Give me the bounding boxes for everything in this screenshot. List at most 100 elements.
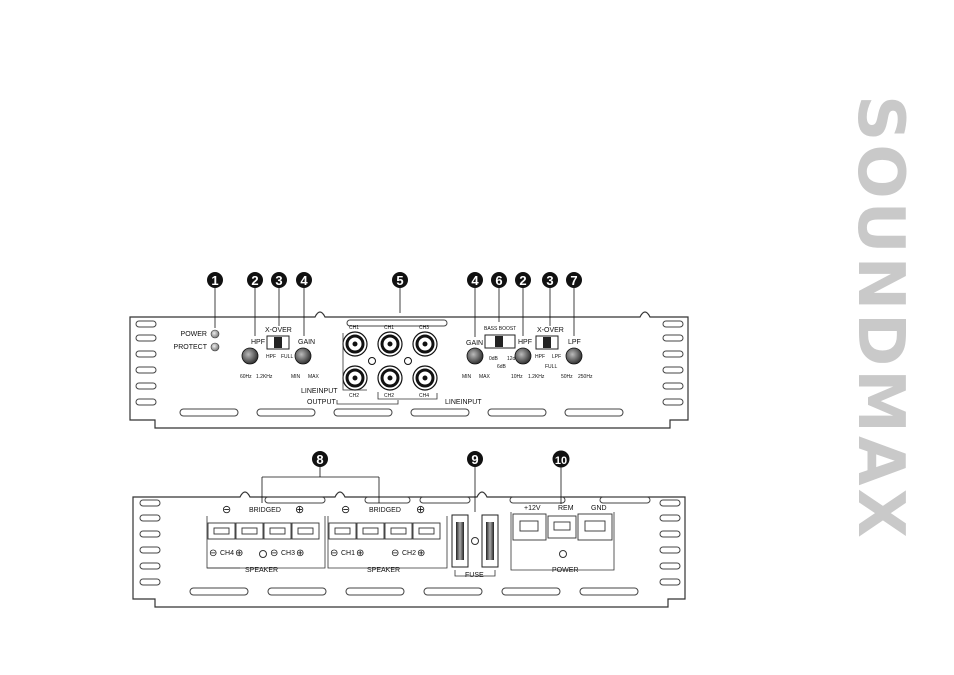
speaker-left-label: SPEAKER: [245, 567, 278, 574]
rear-panel: BRIDGED ⊖ ⊕ ⊖ CH4 ⊕ ⊖ CH3 ⊕ SPEAKER: [132, 466, 686, 608]
speaker-ch2-label: CH2: [402, 550, 416, 557]
rca-ch2a-label: CH2: [349, 393, 359, 399]
callout-2: [247, 272, 263, 288]
rca-ch1b-label: CH1: [384, 325, 394, 331]
left-hpf-knob[interactable]: [241, 347, 259, 365]
rca-ch3-label: CH3: [419, 325, 429, 331]
speaker-ch1-label: CH1: [341, 550, 355, 557]
callout-3: [271, 272, 287, 288]
callout-5: [392, 272, 408, 288]
svg-text:2: 2: [519, 273, 526, 288]
power-gnd-label: GND: [591, 505, 607, 512]
svg-text:2: 2: [251, 273, 258, 288]
callout-1: [207, 272, 223, 288]
minus-icon: ⊖: [209, 548, 217, 559]
svg-text:3: 3: [275, 273, 282, 288]
rca-ch1a-label: CH1: [349, 325, 359, 331]
rca-jacks: CH1 CH1 CH3: [301, 325, 482, 406]
speaker-right-label: SPEAKER: [367, 567, 400, 574]
bass-boost-switch-knob: [495, 336, 503, 347]
right-max-label: MAX: [479, 374, 491, 380]
bridged-right-label: BRIDGED: [369, 507, 401, 514]
left-max-label: MAX: [308, 374, 320, 380]
right-gain-knob[interactable]: [466, 347, 484, 365]
bass-boost-label: BASS BOOST: [484, 326, 516, 332]
svg-text:9: 9: [471, 452, 478, 467]
svg-text:7: 7: [570, 273, 577, 288]
right-xover-switch-knob: [543, 337, 551, 348]
svg-text:6: 6: [495, 273, 502, 288]
fuse-block: FUSE: [451, 514, 499, 579]
left-gain-knob[interactable]: [294, 347, 312, 365]
plus-icon: ⊕: [235, 548, 243, 559]
right-gain-label: GAIN: [466, 340, 483, 347]
right-hz250-label: 250Hz: [578, 374, 593, 380]
right-hz10-label: 10Hz: [511, 374, 523, 380]
right-switch-full-label: FULL: [545, 364, 557, 370]
callout-8: [312, 451, 328, 467]
plus-icon: ⊕: [356, 548, 364, 559]
callout-10: [552, 450, 570, 468]
right-switch-hpf-label: HPF: [535, 354, 545, 360]
power-label: POWER: [552, 567, 578, 574]
plus-icon: ⊕: [417, 548, 425, 559]
svg-text:1: 1: [211, 273, 218, 288]
svg-text:10: 10: [555, 455, 567, 467]
lineinput-left-label: LINEINPUT: [301, 388, 338, 395]
plus-icon: ⊕: [295, 504, 304, 516]
right-xover-label: X-OVER: [537, 327, 564, 334]
callout-6: [491, 272, 507, 288]
lpf-label: LPF: [568, 339, 581, 346]
svg-text:4: 4: [300, 273, 308, 288]
fuse-label: FUSE: [465, 572, 484, 579]
callout-markers: 1 2 3 4 5 4 6 2 3 7 8 9 10: [207, 272, 582, 468]
right-hz50-label: 50Hz: [561, 374, 573, 380]
right-khz12-label: 1.2KHz: [528, 374, 545, 380]
speaker-block-right: BRIDGED ⊖ ⊕ ⊖ CH1 ⊕ ⊖ CH2 ⊕ SPEAKER: [327, 504, 448, 574]
left-hz60-label: 60Hz: [240, 374, 252, 380]
left-gain-label: GAIN: [298, 339, 315, 346]
right-min-label: MIN: [462, 374, 472, 380]
speaker-block-left: BRIDGED ⊖ ⊕ ⊖ CH4 ⊕ ⊖ CH3 ⊕ SPEAKER: [206, 504, 326, 574]
svg-text:3: 3: [546, 273, 553, 288]
protect-led: [210, 342, 220, 352]
minus-icon: ⊖: [391, 548, 399, 559]
minus-icon: ⊖: [341, 504, 350, 516]
power-rem-label: REM: [558, 505, 574, 512]
output-label: OUTPUT: [307, 399, 337, 406]
power-led: [210, 329, 220, 339]
right-hpf-knob[interactable]: [514, 347, 532, 365]
callout-4: [296, 272, 312, 288]
left-xover-label: X-OVER: [265, 327, 292, 334]
plus-icon: ⊕: [296, 548, 304, 559]
lpf-knob[interactable]: [565, 347, 583, 365]
callout-2-right: [515, 272, 531, 288]
svg-text:8: 8: [316, 452, 323, 467]
power-12v-label: +12V: [524, 505, 541, 512]
speaker-ch3-label: CH3: [281, 550, 295, 557]
callout-7: [566, 272, 582, 288]
power-indicator-label: POWER: [181, 331, 207, 338]
bass-12db-label: 12dB: [507, 356, 519, 362]
right-switch-lpf-label: LPF: [552, 354, 561, 360]
minus-icon: ⊖: [270, 548, 278, 559]
bass-6db-label: 6dB: [497, 364, 507, 370]
callout-3-right: [542, 272, 558, 288]
left-xover-switch-knob: [274, 337, 282, 348]
svg-text:5: 5: [396, 273, 403, 288]
rca-ch4-label: CH4: [419, 393, 429, 399]
speaker-ch4-label: CH4: [220, 550, 234, 557]
plus-icon: ⊕: [416, 504, 425, 516]
left-min-label: MIN: [291, 374, 301, 380]
left-hpf-label: HPF: [251, 339, 265, 346]
rca-ch2b-label: CH2: [384, 393, 394, 399]
svg-text:4: 4: [471, 273, 479, 288]
left-khz12-label: 1.2KHz: [256, 374, 273, 380]
bass-0db-label: 0dB: [489, 356, 499, 362]
callout-4-right: [467, 272, 483, 288]
right-hpf-label: HPF: [518, 339, 532, 346]
callout-9: [467, 451, 483, 467]
front-panel: POWER PROTECT HPF X-OVER HPF FULL GAIN 6…: [129, 287, 689, 429]
left-switch-hpf-label: HPF: [266, 354, 276, 360]
